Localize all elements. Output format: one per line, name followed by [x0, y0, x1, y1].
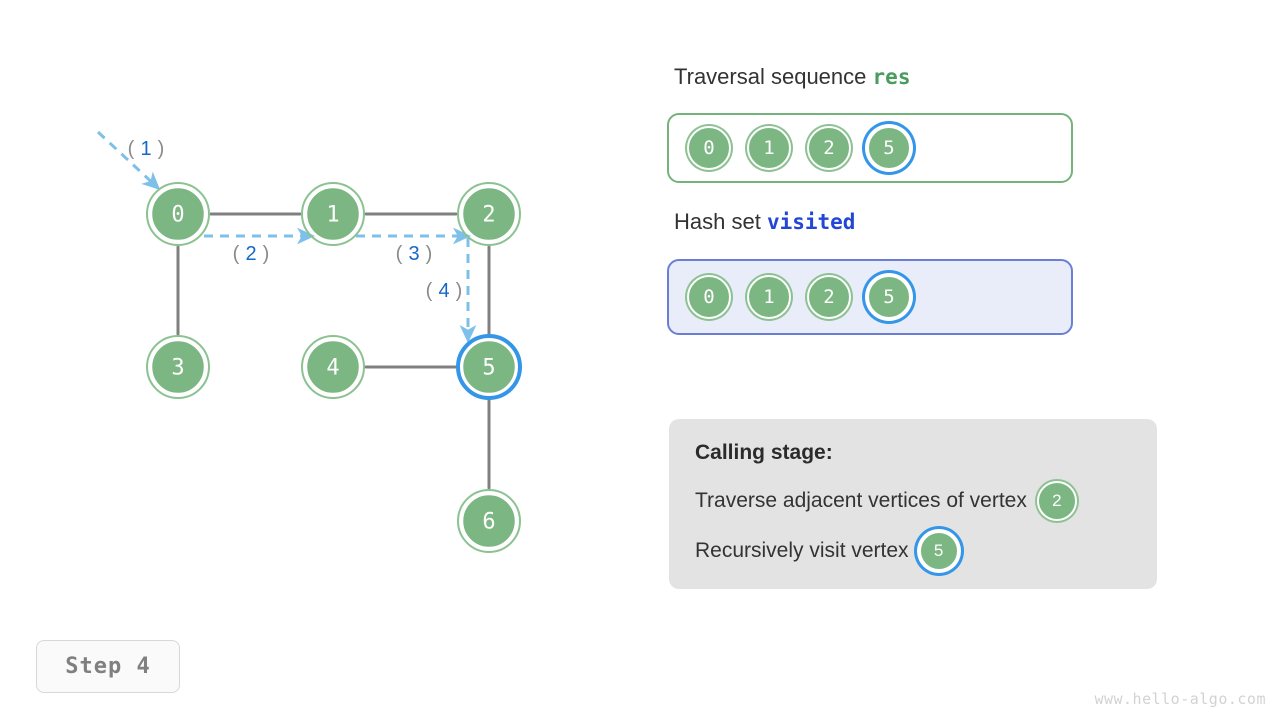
calling-stage-card: Calling stage: Traverse adjacent vertice…	[669, 419, 1157, 589]
graph-vertices: 0 1 2 3	[146, 182, 522, 553]
calling-stage-line: Recursively visit vertex 5	[695, 529, 1131, 573]
graph-edges	[176, 212, 491, 490]
vertex-body	[460, 492, 518, 550]
visited-heading-prefix: Hash set	[674, 209, 761, 234]
vertex-label: 4	[326, 356, 339, 381]
svg-text:(: (	[233, 243, 240, 265]
graph-vertex-4[interactable]: 4	[301, 335, 365, 399]
visited-item: 1	[747, 275, 791, 319]
vertex-label: 1	[326, 203, 339, 228]
visited-item-label: 1	[763, 286, 775, 308]
visited-container: 0 1 2 5	[667, 259, 1073, 335]
res-variable-name: res	[872, 65, 911, 89]
vertex-outer-ring	[457, 489, 521, 553]
svg-text:): )	[158, 138, 165, 160]
step-order-number: 1	[140, 138, 151, 160]
vertex-label: 2	[482, 203, 495, 228]
visited-variable-name: visited	[766, 210, 856, 234]
res-heading: Traversal sequence res	[674, 64, 910, 90]
svg-text:): )	[426, 243, 433, 265]
traversal-step-label-4: ( 4 )	[426, 280, 463, 302]
visited-item-highlighted: 5	[867, 275, 911, 319]
calling-stage-line-text: Traverse adjacent vertices of vertex	[695, 489, 1027, 512]
vertex-label: 0	[171, 203, 184, 228]
visited-item-label: 5	[883, 286, 895, 308]
visited-item: 0	[687, 275, 731, 319]
vertex-body	[149, 338, 207, 396]
traversal-step-label-1: ( 1 )	[128, 138, 165, 160]
vertex-label: 3	[171, 356, 184, 381]
graph-diagram-panel: 0 1 2 3	[36, 130, 522, 693]
vertex-outer-ring	[301, 335, 365, 399]
res-container: 0 1 2 5	[667, 113, 1073, 183]
graph-vertex-1[interactable]: 1	[301, 182, 365, 246]
traversal-step-label-2: ( 2 )	[233, 243, 270, 265]
visited-heading: Hash set visited	[674, 209, 855, 235]
vertex-body	[304, 338, 362, 396]
visited-item-label: 0	[703, 286, 715, 308]
vertex-body	[460, 185, 518, 243]
calling-stage-vertex-chip: 2	[1036, 481, 1077, 521]
res-item: 2	[807, 126, 851, 170]
step-badge-label: Step 4	[65, 654, 151, 679]
step-order-number: 3	[408, 243, 419, 265]
res-item-label: 2	[823, 137, 835, 159]
calling-stage-chip-label: 5	[933, 541, 944, 560]
calling-stage-line-text: Recursively visit vertex	[695, 539, 909, 562]
state-panel: Traversal sequence res 0 1 2 5 Hash set …	[640, 0, 1280, 720]
calling-stage-chip-label: 2	[1052, 491, 1062, 510]
res-item: 1	[747, 126, 791, 170]
vertex-outer-ring	[301, 182, 365, 246]
vertex-body	[304, 185, 362, 243]
vertex-body	[149, 185, 207, 243]
vertex-outer-ring	[146, 335, 210, 399]
res-item-label: 5	[883, 137, 895, 159]
graph-canvas: 0 1 2 3	[96, 130, 522, 553]
step-badge: Step 4	[36, 640, 180, 693]
res-item-label: 1	[763, 137, 775, 159]
traversal-step-labels: ( 1 ) ( 2 ) ( 3 ) ( 4 )	[128, 138, 463, 302]
visited-item: 2	[807, 275, 851, 319]
visited-item-label: 2	[823, 286, 835, 308]
calling-stage-line: Traverse adjacent vertices of vertex 2	[695, 479, 1131, 523]
svg-text:(: (	[396, 243, 403, 265]
graph-vertex-3[interactable]: 3	[146, 335, 210, 399]
vertex-outer-ring	[146, 182, 210, 246]
calling-stage-title: Calling stage:	[695, 441, 833, 464]
traversal-step-label-3: ( 3 )	[396, 243, 433, 265]
watermark: www.hello-algo.com	[1094, 690, 1266, 708]
traversal-arrow-1	[96, 130, 161, 191]
calling-stage-vertex-chip-highlighted: 5	[918, 531, 959, 571]
res-item-label: 0	[703, 137, 715, 159]
graph-vertex-6[interactable]: 6	[457, 489, 521, 553]
graph-vertex-2[interactable]: 2	[457, 182, 521, 246]
svg-text:(: (	[128, 138, 135, 160]
graph-vertex-5[interactable]: 5	[456, 334, 522, 400]
vertex-label: 5	[482, 356, 495, 381]
svg-text:): )	[456, 280, 463, 302]
traversal-path	[96, 130, 477, 343]
step-order-number: 4	[438, 280, 449, 302]
res-item-highlighted: 5	[867, 126, 911, 170]
vertex-body	[460, 338, 518, 396]
vertex-label: 6	[482, 510, 495, 535]
step-order-number: 2	[245, 243, 256, 265]
svg-text:): )	[263, 243, 270, 265]
vertex-outer-ring	[457, 182, 521, 246]
graph-vertex-0[interactable]: 0	[146, 182, 210, 246]
vertex-highlight-ring	[456, 334, 522, 400]
res-heading-prefix: Traversal sequence	[674, 64, 867, 89]
res-item: 0	[687, 126, 731, 170]
svg-text:(: (	[426, 280, 433, 302]
